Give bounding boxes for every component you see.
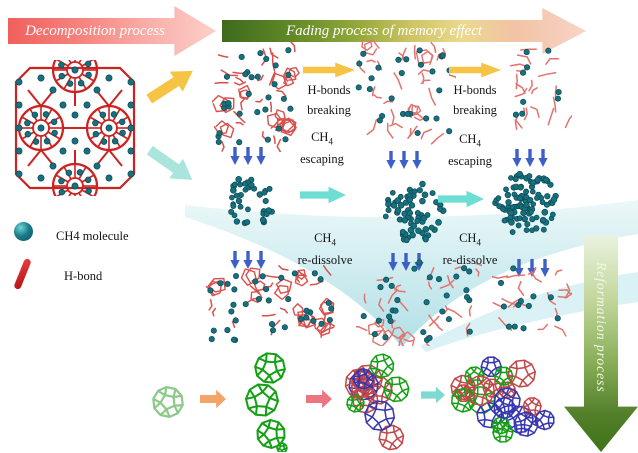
- ch4-bubble-medium: [382, 180, 447, 244]
- hydrate-lattice-structure: [14, 60, 136, 196]
- arrow-right-teal-2: [438, 190, 484, 208]
- hydrate-fragments-2: [355, 40, 456, 145]
- arrow-right-teal-1: [300, 186, 346, 204]
- hbonds-breaking-block-1: H-bonds breaking: [300, 62, 358, 118]
- legend-ch4-label: CH4 molecule: [56, 229, 129, 243]
- broken-hbonds-scatter: [509, 47, 572, 131]
- cage-column: [245, 352, 288, 452]
- arrow-right-pink: [306, 389, 332, 409]
- ch4-bubble-large: [492, 170, 559, 236]
- arrow-right-yellow-2: [449, 62, 501, 78]
- down-arrows-1: [230, 147, 266, 165]
- ch4-label-2: CH4: [459, 132, 481, 149]
- hydrate-fragments-1: [212, 41, 300, 152]
- cage-cluster-small: [344, 353, 410, 451]
- breaking-label-1: breaking: [307, 102, 351, 117]
- hbonds-label-2: H-bonds: [453, 83, 497, 97]
- ch4-redissolve-block-2: CH4 re-dissolve: [440, 231, 500, 268]
- cage-cluster-large: [450, 356, 555, 443]
- hbonds-breaking-block-2: H-bonds breaking: [446, 62, 504, 118]
- ch4-bubble-small: [228, 175, 275, 227]
- breaking-label-2: breaking: [453, 102, 497, 117]
- escaping-label-2: escaping: [448, 154, 492, 169]
- ch4-redissolve-block-1: CH4 re-dissolve: [297, 231, 353, 268]
- escaping-label-1: escaping: [300, 152, 344, 167]
- arrow-right-orange: [200, 389, 226, 409]
- redissolve-label-2: re-dissolve: [442, 253, 498, 268]
- ch4-label-1: CH4: [311, 130, 333, 147]
- legend-hbond-label: H-bond: [64, 269, 103, 283]
- arrow-right-teal-small: [421, 386, 445, 404]
- reformation-process-label: Reformation process: [594, 261, 609, 393]
- ch4-molecule-icon: [14, 222, 33, 241]
- redissolved-scatter: [492, 265, 572, 337]
- ch4-escaping-block-2: CH4 escaping: [440, 132, 500, 169]
- ch4-escaping-block-1: CH4 escaping: [294, 130, 350, 167]
- ch4-label-3: CH4: [314, 231, 336, 248]
- decomposition-process-label: Decomposition process: [25, 22, 165, 39]
- hbonds-label-1: H-bonds: [307, 83, 351, 97]
- redissolve-label-1: re-dissolve: [297, 253, 353, 268]
- down-arrows-3: [512, 149, 548, 167]
- arrow-right-yellow-1: [303, 62, 355, 78]
- down-arrows-4: [230, 251, 266, 269]
- redissolved-hydrate-2: [356, 259, 482, 346]
- single-cage: [152, 385, 184, 419]
- fading-process-label: Fading process of memory effect: [285, 22, 483, 39]
- ch4-label-4: CH4: [459, 231, 481, 248]
- down-arrows-2: [386, 151, 422, 169]
- redissolved-hydrate-1: [205, 265, 336, 344]
- arrow-up-right-yellow: [146, 70, 193, 104]
- arrow-down-right-teal: [146, 145, 193, 180]
